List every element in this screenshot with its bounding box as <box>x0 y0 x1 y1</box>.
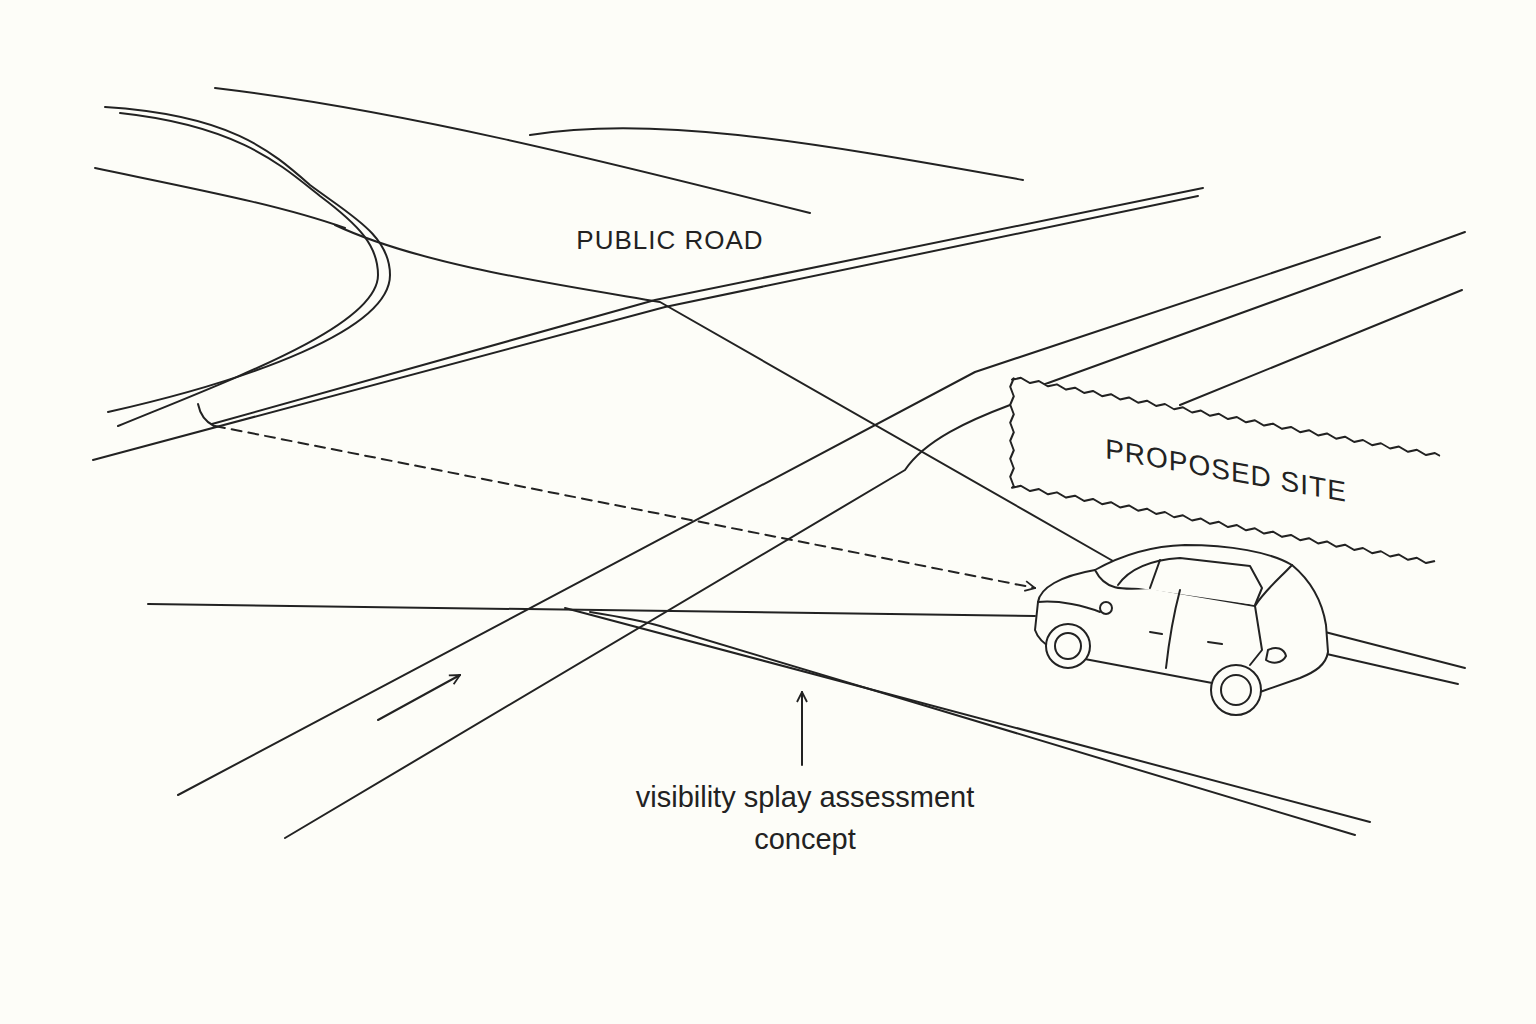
leader-arrow <box>801 692 803 765</box>
road-edge <box>1318 652 1458 684</box>
visibility-dashed-line <box>215 426 1035 588</box>
road-edge <box>1015 232 1465 395</box>
kerb-tick <box>198 404 214 426</box>
road-edge <box>118 113 378 426</box>
road-edge <box>530 128 1023 180</box>
road-edge <box>95 168 345 228</box>
traffic-direction-arrow <box>378 675 460 720</box>
road-label: PUBLIC ROAD <box>520 222 820 260</box>
road-edge <box>1325 632 1465 668</box>
callout-caption: visibility splay assessment concept <box>635 776 975 860</box>
site-boundary: PROPOSED SITE <box>1012 378 1440 564</box>
road-edge <box>215 88 810 213</box>
road-edge <box>285 405 1010 838</box>
road-edge <box>1180 290 1462 405</box>
car <box>1035 545 1328 715</box>
road-edge <box>335 225 1120 565</box>
road-edge <box>105 107 390 412</box>
